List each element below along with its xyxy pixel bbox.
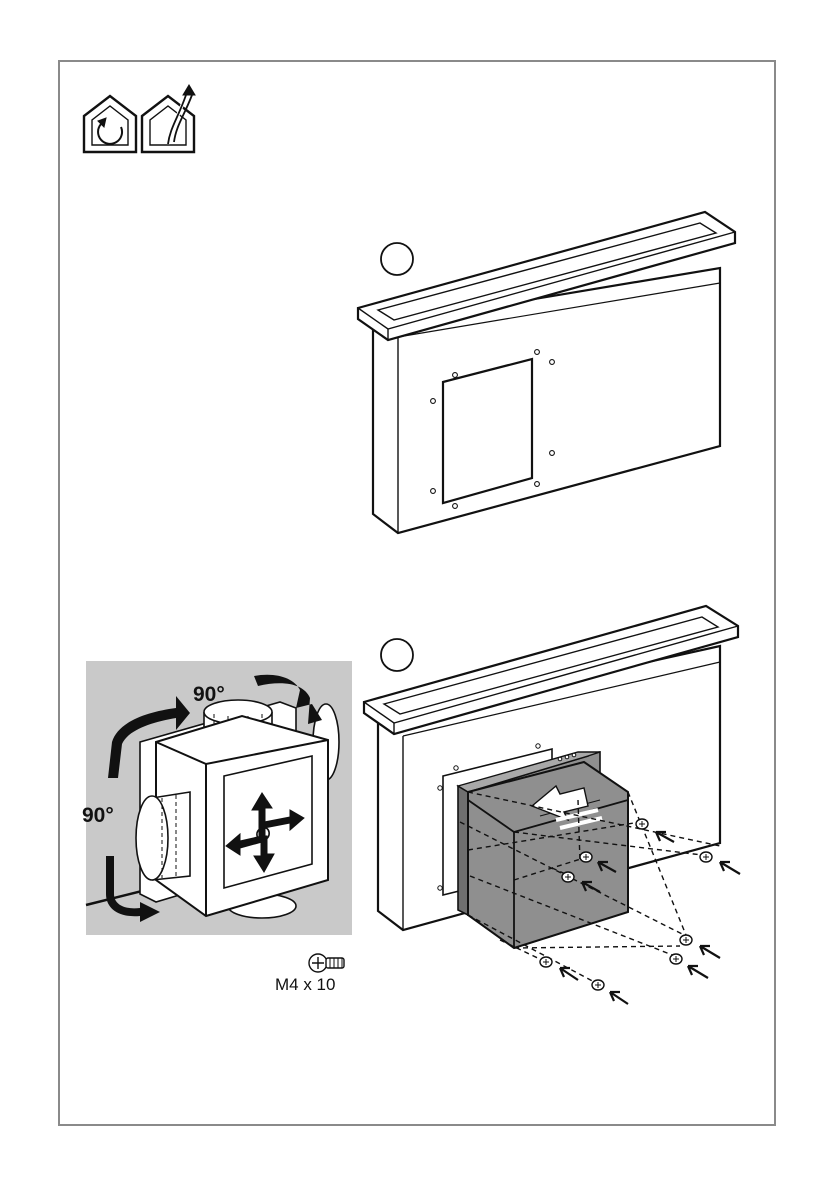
step-2-badge [381,639,413,671]
screw-6-icon [670,954,682,964]
screw-spec-label: M4 x 10 [275,975,335,994]
recirculation-mode-icon [84,96,136,152]
screw-1-icon [636,819,648,829]
screw-4-icon [562,872,574,882]
screw-3-icon [580,852,592,862]
step-2-illustration [364,606,740,1004]
rotation-detail-panel: 90° 90° [82,661,352,935]
extraction-mode-icon [142,85,195,152]
step-1-badge [381,243,413,275]
screw-8-icon [592,980,604,990]
screw-2-icon [700,852,712,862]
step-1-illustration [358,212,735,533]
rotation-left-label: 90° [82,804,114,827]
screw-7-icon [540,957,552,967]
screw-icon [309,954,344,972]
screw-5-icon [680,935,692,945]
rotation-top-label: 90° [193,683,225,706]
